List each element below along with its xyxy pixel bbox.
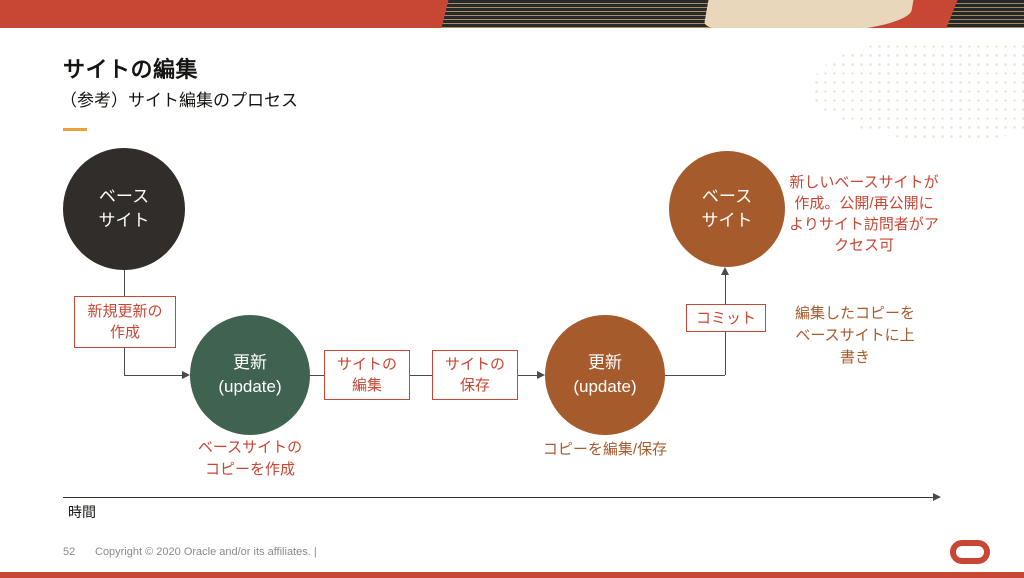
top-decorative-banner <box>0 0 1024 28</box>
node-base-site-new: ベース サイト <box>669 151 785 267</box>
node-update-brown: 更新 (update) <box>545 315 665 435</box>
oracle-logo <box>950 540 990 564</box>
slide-title: サイトの編集 <box>63 57 199 82</box>
note-new-base-site: 新しいベースサイトが 作成。公開/再公開に よりサイト訪問者がア クセス可 <box>789 174 939 254</box>
arrowhead-green-circle <box>182 371 190 379</box>
arrowhead-brown-circle <box>537 371 545 379</box>
node-update-green-label: 更新 (update) <box>218 353 282 396</box>
accent-dash <box>63 128 87 131</box>
connector-to-green-circle <box>124 375 184 376</box>
node-update-green: 更新 (update) <box>190 315 310 435</box>
box-edit-site-label: サイトの 編集 <box>336 356 397 394</box>
box-commit: コミット <box>686 304 766 332</box>
slide-subtitle: （参考）サイト編集のプロセス <box>60 91 298 110</box>
page-number: 52 <box>63 546 76 558</box>
dotted-texture-decoration <box>811 42 1024 141</box>
banner-pattern-dark-right <box>944 0 1024 28</box>
banner-pattern-dark <box>440 0 718 28</box>
caption-create-copy: ベースサイトの コピーを作成 <box>197 439 303 478</box>
box-save-site: サイトの 保存 <box>432 350 518 400</box>
time-axis-arrowhead <box>933 493 941 501</box>
box-create-update: 新規更新の 作成 <box>74 296 176 348</box>
node-base-site-new-label: ベース サイト <box>701 187 753 230</box>
box-edit-site: サイトの 編集 <box>324 350 410 400</box>
copyright-text: Copyright © 2020 Oracle and/or its affil… <box>95 546 317 558</box>
note-overwrite: 編集したコピーを ベースサイトに上 書き <box>794 305 915 366</box>
node-base-site-start: ベース サイト <box>63 148 185 270</box>
node-base-site-start-label: ベース サイト <box>98 187 150 230</box>
connector-brown-right <box>665 375 725 376</box>
banner-pattern-beige <box>702 0 915 28</box>
bottom-accent-bar <box>0 572 1024 578</box>
arrowhead-top-circle <box>721 267 729 275</box>
time-axis-label: 時間 <box>68 504 96 520</box>
box-commit-label: コミット <box>695 309 756 327</box>
box-create-update-label: 新規更新の 作成 <box>87 303 163 341</box>
connector-green-to-brown <box>310 375 538 376</box>
connector-basesite-to-createbox <box>124 270 125 297</box>
node-update-brown-label: 更新 (update) <box>573 353 637 396</box>
box-save-site-label: サイトの 保存 <box>444 356 505 394</box>
connector-createbox-down <box>124 348 125 376</box>
time-axis-line <box>63 497 935 498</box>
caption-edit-save: コピーを編集/保存 <box>542 441 668 458</box>
